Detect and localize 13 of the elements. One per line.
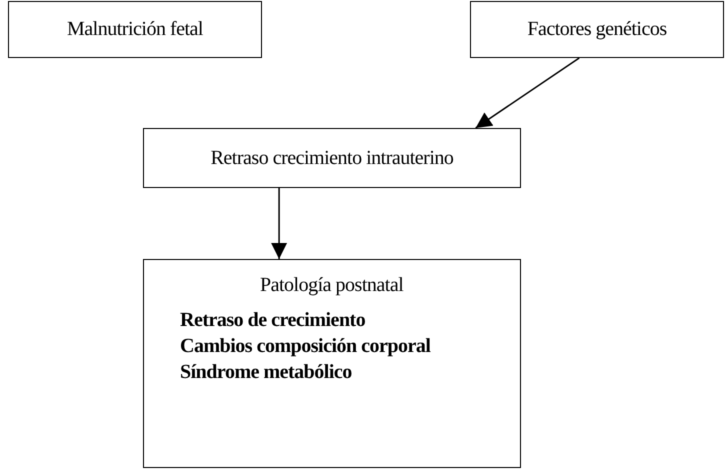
text-box [8, 1, 262, 58]
text-box [143, 128, 521, 188]
box-label: Malnutrición fetal [67, 18, 203, 41]
box-label: Factores genéticos [527, 18, 667, 41]
text-box [470, 1, 724, 58]
box-heading: Patología postnatal [260, 274, 404, 297]
arrow [475, 57, 580, 129]
list-item: Retraso de crecimiento [180, 309, 366, 332]
list-item: Cambios composición corporal [180, 335, 430, 358]
arrow [271, 188, 288, 259]
list-item: Síndrome metabólico [180, 361, 352, 384]
text-box [143, 259, 521, 468]
box-label: Retraso crecimiento intrauterino [210, 146, 454, 170]
